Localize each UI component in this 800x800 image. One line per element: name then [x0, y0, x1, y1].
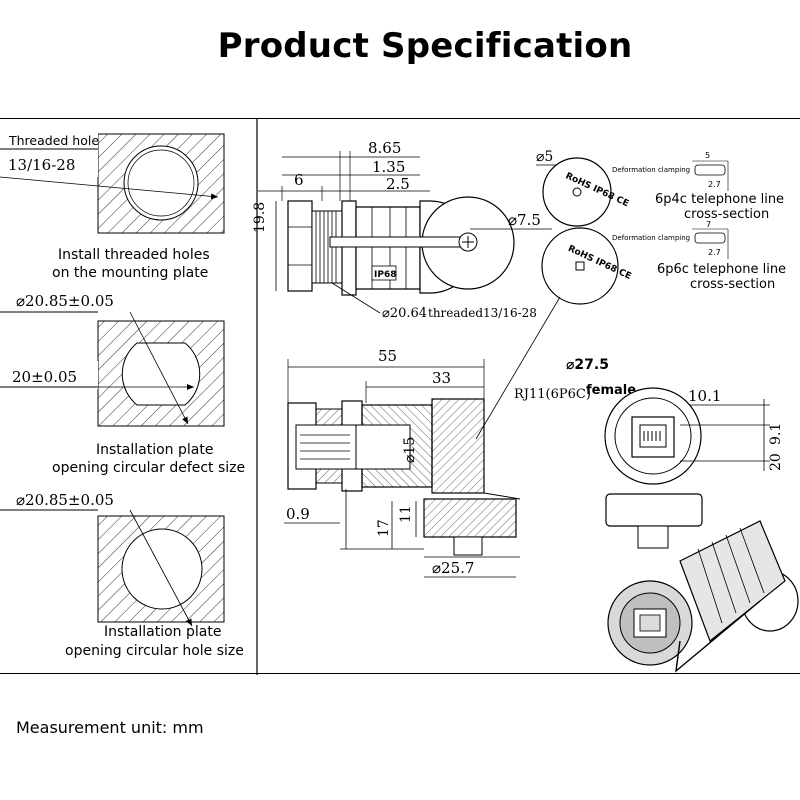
circular-hole-figure: ⌀20.85±0.05 Installation plate opening c…	[0, 491, 244, 659]
fig2-diameter: ⌀20.85±0.05	[16, 292, 114, 310]
fig2-caption-line2: opening circular defect size	[52, 460, 245, 476]
defect-hole-figure: ⌀20.85±0.05 20±0.05 Installation plate o…	[0, 292, 245, 476]
measurement-unit-note: Measurement unit: mm	[16, 718, 204, 737]
ip68-marking: IP68	[374, 270, 396, 280]
dim-20: 20	[768, 453, 784, 471]
dim-8-65: 8.65	[368, 139, 401, 157]
dim-dia-27-5: ⌀27.5	[566, 357, 609, 373]
female-label: female	[586, 383, 636, 398]
fig2-caption-line1: Installation plate	[96, 442, 213, 458]
caption-6p6c-line1: 6p6c telephone line	[657, 262, 786, 277]
dim-9-1: 9.1	[768, 423, 784, 445]
dim-dia-7-5: ⌀7.5	[508, 211, 541, 229]
left-panel: Threaded hole 13/16-28 Install threaded …	[0, 119, 258, 675]
dim-0-9: 0.9	[286, 505, 310, 523]
fig3-caption-line1: Installation plate	[104, 624, 221, 640]
dim-dia-25-7: ⌀25.7	[432, 559, 474, 577]
dim-6: 6	[294, 171, 304, 189]
front-view-drawing: ⌀27.5 RJ11(6P6C) female 10.1 9.1 20	[514, 357, 784, 549]
caption-6p4c-line1: 6p4c telephone line	[655, 192, 784, 207]
dim-10-1: 10.1	[688, 387, 721, 405]
section-view-drawing: 55 33 ⌀15 0.9 17 11 ⌀25.7	[284, 347, 521, 578]
thread-dia-label: ⌀20.64	[382, 306, 427, 321]
dim-33: 33	[432, 369, 451, 387]
thread-spec-label: threaded13/16-28	[428, 306, 537, 320]
deformation-clamping-2: Deformation clamping	[612, 234, 690, 242]
fig1-caption-line1: Install threaded holes	[58, 247, 210, 263]
thickness-2-7-b: 2.7	[708, 248, 721, 257]
fig3-caption-line2: opening circular hole size	[65, 643, 244, 659]
dim-55: 55	[378, 347, 397, 365]
technical-drawing: Threaded hole 13/16-28 Install threaded …	[0, 119, 799, 675]
threaded-hole-figure: Threaded hole 13/16-28 Install threaded …	[0, 129, 225, 281]
width-7: 7	[706, 220, 711, 229]
dim-1-35: 1.35	[372, 158, 405, 176]
caption-6p4c-line2: cross-section	[684, 207, 769, 222]
drawing-frame: Threaded hole 13/16-28 Install threaded …	[0, 118, 800, 675]
dim-2-5: 2.5	[386, 175, 410, 193]
threaded-hole-label: Threaded hole	[8, 133, 99, 148]
fig1-caption-line2: on the mounting plate	[52, 265, 208, 281]
dim-19-8: 19.8	[252, 202, 268, 233]
threaded-hole-spec: 13/16-28	[8, 156, 75, 174]
dim-dia-15: ⌀15	[402, 437, 418, 463]
product-3d-illustration	[607, 520, 799, 673]
deformation-clamping-1: Deformation clamping	[612, 166, 690, 174]
cable-cross-sections: ⌀5 RoHS IP68 CE RoHS IP68 CE Deformation…	[475, 149, 786, 440]
page-title: Product Specification	[217, 26, 633, 66]
fig3-diameter: ⌀20.85±0.05	[16, 491, 114, 509]
caption-6p6c-line2: cross-section	[690, 277, 775, 292]
dim-11: 11	[398, 505, 414, 523]
width-5: 5	[705, 151, 710, 160]
fig2-flat-width: 20±0.05	[12, 368, 77, 386]
thickness-2-7-a: 2.7	[708, 180, 721, 189]
dim-17: 17	[376, 519, 392, 537]
rj11-label: RJ11(6P6C)	[514, 387, 591, 402]
side-view-drawing: 8.65 1.35 6 2.5 19.8 IP68	[252, 139, 552, 321]
dim-dia-5: ⌀5	[536, 149, 553, 165]
